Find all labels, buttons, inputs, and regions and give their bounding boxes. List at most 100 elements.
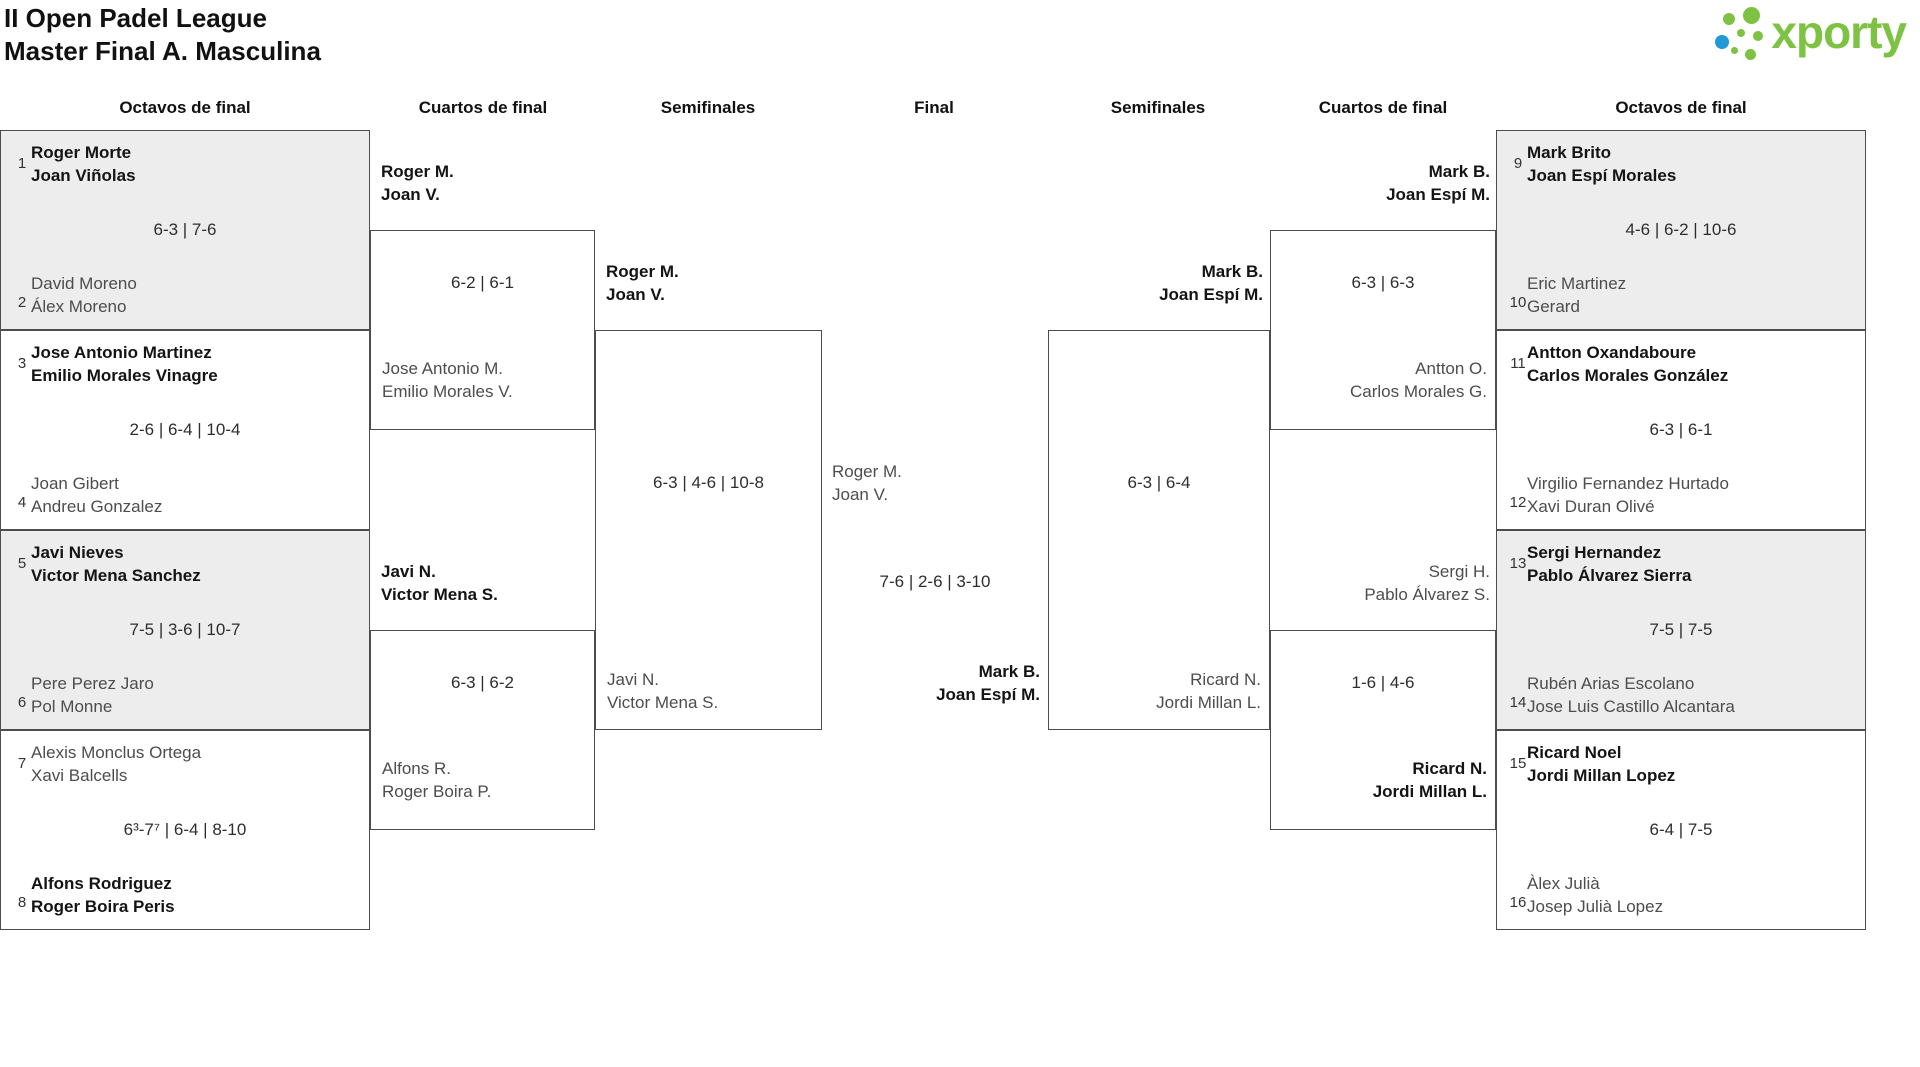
player-name: Jose Luis Castillo Alcantara [1527,697,1735,716]
tournament-name: II Open Padel League [4,3,267,33]
team-names: Eric Martinez Gerard [1527,272,1626,318]
round-header-cuartos-left: Cuartos de final [418,98,548,117]
team-names: Ricard N. Jordi Millan L. [1373,757,1487,803]
team-names: Antton Oxandaboure Carlos Morales Gonzál… [1527,341,1728,387]
team-names: Àlex Julià Josep Julià Lopez [1527,872,1663,918]
player-name: Emilio Morales V. [382,382,513,401]
player-name: Xavi Duran Olivé [1527,497,1655,516]
player-name: Victor Mena S. [381,585,498,604]
team-names: Ricard Noel Jordi Millan Lopez [1527,741,1675,787]
seed-number: 8 [17,894,27,911]
player-name: Àlex Julià [1527,874,1600,893]
team-names: David Moreno Álex Moreno [31,272,137,318]
team-names: Virgilio Fernandez Hurtado Xavi Duran Ol… [1527,472,1729,518]
match-r16-left-2: 3 Jose Antonio Martinez Emilio Morales V… [0,330,370,530]
player-name: Josep Julià Lopez [1527,897,1664,916]
sf-right-winner: Mark B. Joan Espí M. [1159,260,1263,306]
seed-number: 13 [1509,555,1527,572]
match-r16-right-1: 9 Mark Brito Joan Espí Morales 4-6 | 6-2… [1496,130,1866,330]
match-score: 6-3 | 6-4 [1127,473,1191,492]
round-header-semis-left: Semifinales [660,98,756,117]
player-name: Javi N. [381,562,436,581]
seed-number: 10 [1509,294,1527,311]
match-score: 6-4 | 7-5 [1649,820,1713,839]
player-name: Pol Monne [31,697,113,716]
match-score: 7-5 | 3-6 | 10-7 [129,620,241,639]
player-name: Jordi Millan L. [1156,693,1261,712]
team-names: Javi Nieves Victor Mena Sanchez [31,541,201,587]
qf-right-2-winner: Sergi H. Pablo Álvarez S. [1364,560,1490,606]
round-header-final: Final [914,98,954,117]
player-name: Roger Boira P. [382,782,492,801]
player-name: Mark B. [1201,262,1263,281]
match-qf-left-1-box: 6-2 | 6-1 Jose Antonio M. Emilio Morales… [370,230,595,430]
seed-number: 5 [17,555,27,572]
team-names: Antton O. Carlos Morales G. [1350,357,1487,403]
player-name: Álex Moreno [31,297,127,316]
team-names: Rubén Arias Escolano Jose Luis Castillo … [1527,672,1735,718]
player-name: Pablo Álvarez S. [1364,585,1490,604]
seed-number: 9 [1513,155,1523,172]
player-name: Victor Mena S. [607,693,719,712]
player-name: Antton Oxandaboure [1527,343,1697,362]
match-r16-left-4: 7 Alexis Monclus Ortega Xavi Balcells 6³… [0,730,370,930]
match-qf-right-2-box: 1-6 | 4-6 Ricard N. Jordi Millan L. [1270,630,1496,830]
player-name: Roger M. [381,162,454,181]
player-name: Mark B. [978,662,1040,681]
player-name: Joan Gibert [31,474,119,493]
logo-dots-icon [1713,5,1771,63]
player-name: Roger Boira Peris [31,897,175,916]
match-r16-right-4: 15 Ricard Noel Jordi Millan Lopez 6-4 | … [1496,730,1866,930]
player-name: Eric Martinez [1527,274,1627,293]
player-name: Joan V. [832,485,889,504]
player-name: Joan Espí Morales [1527,166,1677,185]
player-name: Emilio Morales Vinagre [31,366,218,385]
qf-left-2-winner: Javi N. Victor Mena S. [381,560,498,606]
seed-number: 4 [17,494,27,511]
player-name: Jordi Millan L. [1372,782,1487,801]
match-score: 4-6 | 6-2 | 10-6 [1625,220,1737,239]
player-name: Mark B. [1428,162,1490,181]
seed-number: 1 [17,155,27,172]
player-name: Pablo Álvarez Sierra [1527,566,1692,585]
player-name: Roger Morte [31,143,132,162]
qf-right-1-winner: Mark B. Joan Espí M. [1386,160,1490,206]
player-name: Joan Espí M. [1386,185,1490,204]
player-name: Jordi Millan Lopez [1527,766,1676,785]
qf-left-1-winner: Roger M. Joan V. [381,160,454,206]
player-name: Javi Nieves [31,543,124,562]
player-name: David Moreno [31,274,137,293]
player-name: Xavi Balcells [31,766,128,785]
match-score: 6-3 | 6-2 [450,673,514,692]
player-name: Mark Brito [1527,143,1612,162]
team-names: Pere Perez Jaro Pol Monne [31,672,154,718]
sf-left-winner: Roger M. Joan V. [606,260,679,306]
final-score: 7-6 | 2-6 | 3-10 [879,572,991,591]
player-name: Carlos Morales G. [1350,382,1487,401]
player-name: Javi N. [607,670,659,689]
match-r16-left-3: 5 Javi Nieves Victor Mena Sanchez 7-5 | … [0,530,370,730]
player-name: Pere Perez Jaro [31,674,154,693]
match-qf-right-1-box: 6-3 | 6-3 Antton O. Carlos Morales G. [1270,230,1496,430]
player-name: Virgilio Fernandez Hurtado [1527,474,1729,493]
player-name: Jose Antonio Martinez [31,343,212,362]
match-score: 1-6 | 4-6 [1351,673,1415,692]
match-score: 7-5 | 7-5 [1649,620,1713,639]
player-name: Joan Espí M. [936,685,1040,704]
player-name: Ricard N. [1190,670,1261,689]
match-sf-left-box: 6-3 | 4-6 | 10-8 Javi N. Victor Mena S. [595,330,822,730]
team-names: Ricard N. Jordi Millan L. [1156,668,1261,714]
match-score: 6-3 | 6-3 [1351,273,1415,292]
player-name: Joan V. [381,185,440,204]
match-qf-left-2-box: 6-3 | 6-2 Alfons R. Roger Boira P. [370,630,595,830]
player-name: Alfons R. [382,759,451,778]
seed-number: 14 [1509,694,1527,711]
match-r16-right-3: 13 Sergi Hernandez Pablo Álvarez Sierra … [1496,530,1866,730]
xporty-logo: xporty [1713,5,1907,63]
player-name: Ricard N. [1412,759,1487,778]
team-names: Jose Antonio M. Emilio Morales V. [382,357,513,403]
seed-number: 2 [17,294,27,311]
player-name: Joan Espí M. [1159,285,1263,304]
team-names: Jose Antonio Martinez Emilio Morales Vin… [31,341,218,387]
